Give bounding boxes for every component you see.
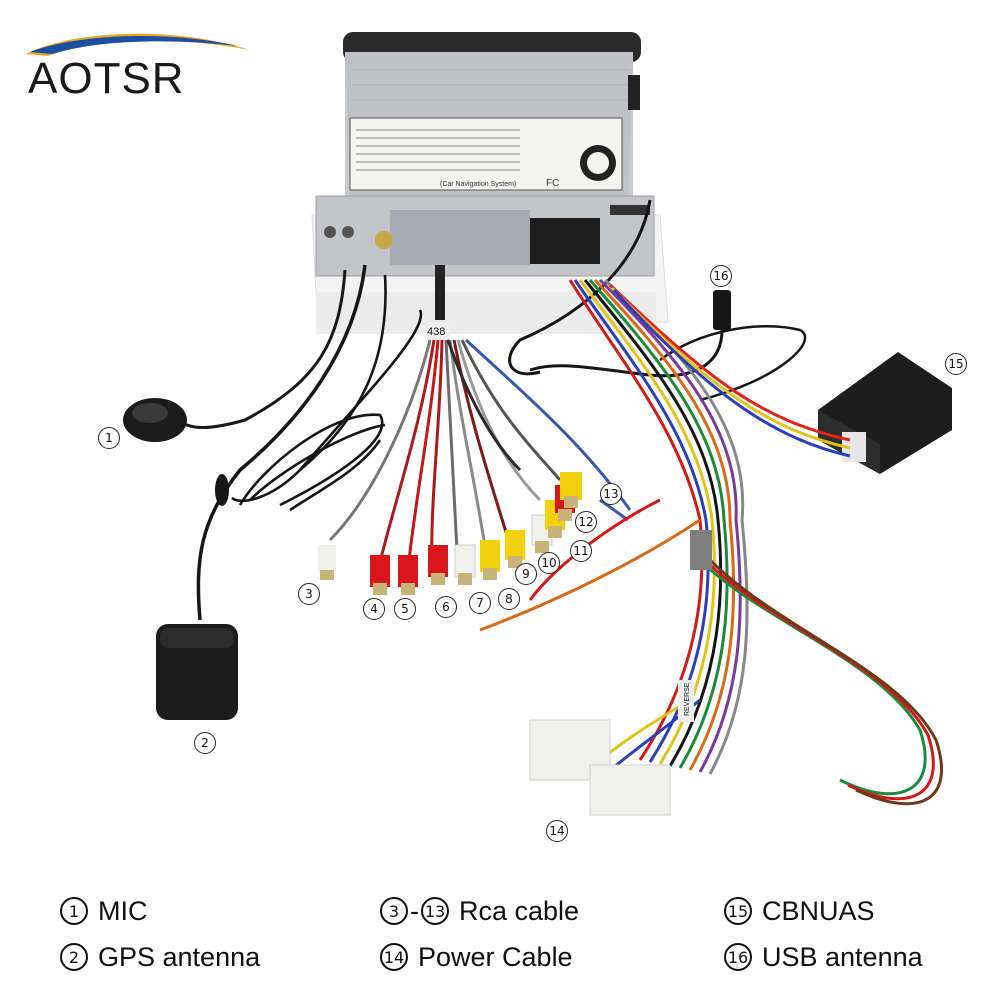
legend-label: CBNUAS [762, 896, 875, 926]
rca-plug-3 [318, 545, 336, 580]
legend-label: Power Cable [418, 942, 573, 972]
brand-logo: AOTSR [18, 22, 258, 103]
callout-14: 14 [546, 820, 568, 842]
power-connectors: REVERSE [529, 530, 712, 816]
callout-6: 6 [435, 596, 457, 618]
rca-plug-9 [505, 530, 525, 568]
rca-plug-8 [480, 540, 500, 580]
callout-7: 7 [469, 592, 491, 614]
logo-swoosh-icon [26, 33, 250, 56]
legend-item-usb: 16 USB antenna [724, 942, 923, 973]
legend-num: 15 [724, 897, 752, 925]
legend-label: USB antenna [762, 942, 923, 972]
legend: 1 MIC 2 GPS antenna 3-13 Rca cable 14 Power … [60, 896, 980, 986]
harness-tag: 438 [427, 326, 445, 338]
microphone [123, 269, 347, 442]
unit-label-line: (Car Navigation System) [440, 181, 516, 188]
legend-label: Rca cable [459, 896, 580, 926]
legend-item-cbnuas: 15 CBNUAS [724, 896, 875, 927]
legend-num: 16 [724, 943, 752, 971]
callout-3: 3 [298, 583, 320, 605]
callout-10: 10 [538, 552, 560, 574]
gps-antenna [156, 264, 367, 720]
legend-num: 2 [60, 943, 88, 971]
callout-16: 16 [710, 265, 732, 287]
legend-label: GPS antenna [98, 942, 261, 972]
callout-8: 8 [498, 588, 520, 610]
callout-11: 11 [570, 540, 592, 562]
legend-item-power: 14 Power Cable [380, 942, 573, 973]
callout-13: 13 [600, 483, 622, 505]
legend-label: MIC [98, 896, 148, 926]
callout-12: 12 [575, 511, 597, 533]
rca-plug-6 [428, 545, 448, 585]
legend-item-mic: 1 MIC [60, 896, 148, 927]
rca-harness: 438 [318, 265, 632, 595]
callout-9: 9 [515, 563, 537, 585]
legend-num-end: 13 [421, 897, 449, 925]
legend-item-gps: 2 GPS antenna [60, 942, 260, 973]
legend-item-rca: 3-13 Rca cable [380, 896, 579, 927]
rca-plug-4 [370, 555, 390, 595]
legend-num: 14 [380, 943, 408, 971]
brand-name: AOTSR [28, 54, 185, 103]
head-unit: FC (Car Navigation System) [315, 32, 655, 277]
callout-15: 15 [945, 353, 967, 375]
callout-5: 5 [394, 598, 416, 620]
callout-1: 1 [98, 427, 120, 449]
rca-plug-5 [398, 555, 418, 595]
coiled-cable [231, 274, 423, 512]
legend-range-sep: - [410, 896, 419, 926]
rca-plug-13 [560, 472, 582, 508]
cbnuas-box [818, 352, 952, 474]
legend-num: 3 [380, 897, 408, 925]
rca-plug-7 [454, 544, 476, 585]
callout-2: 2 [194, 732, 216, 754]
legend-num: 1 [60, 897, 88, 925]
callout-4: 4 [363, 598, 385, 620]
unit-brand: FC [546, 178, 559, 189]
reverse-tag: REVERSE [684, 682, 691, 716]
